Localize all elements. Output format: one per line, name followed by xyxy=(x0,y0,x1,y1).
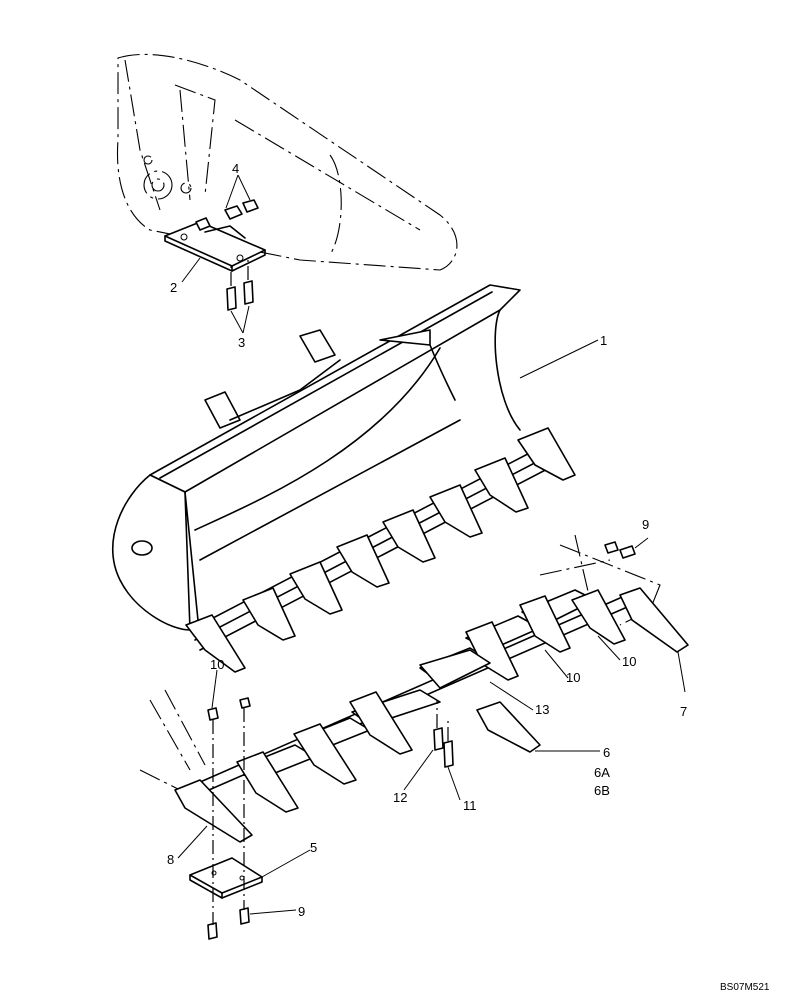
loose-tooth xyxy=(419,649,541,753)
callout-10-right: 10 xyxy=(622,654,636,669)
callout-2: 2 xyxy=(170,280,177,295)
drawing-code: BS07M521 xyxy=(720,982,770,993)
callout-7: 7 xyxy=(680,704,687,719)
wear-plate xyxy=(189,857,263,899)
callout-6b: 6B xyxy=(594,783,610,798)
mount-plate-assembly xyxy=(164,199,266,311)
callout-12: 12 xyxy=(393,790,407,805)
callout-9-bottom: 9 xyxy=(298,904,305,919)
callout-3: 3 xyxy=(238,335,245,350)
callout-13: 13 xyxy=(535,702,549,717)
callout-9-top: 9 xyxy=(642,517,649,532)
callout-5: 5 xyxy=(310,840,317,855)
callout-6a: 6A xyxy=(594,765,610,780)
callout-10-left: 10 xyxy=(210,657,224,672)
leader-lines xyxy=(177,174,686,915)
bucket-teeth-row xyxy=(185,427,576,673)
hardware xyxy=(207,541,636,940)
loader-arm-phantom xyxy=(116,53,458,271)
callout-6: 6 xyxy=(603,745,610,760)
callout-1: 1 xyxy=(600,333,607,348)
callout-8: 8 xyxy=(167,852,174,867)
callout-11: 11 xyxy=(463,798,477,813)
callout-10-mid: 10 xyxy=(566,670,580,685)
adapters-exploded xyxy=(174,587,689,843)
callout-4: 4 xyxy=(232,161,239,176)
